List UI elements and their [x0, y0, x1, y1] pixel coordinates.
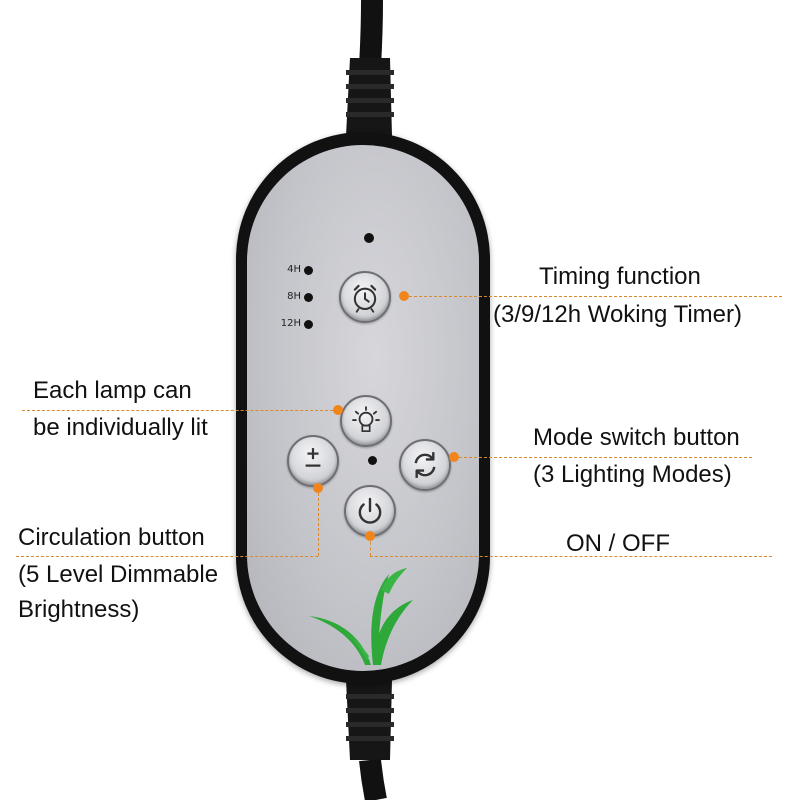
circulation-callout-line3: Brightness): [18, 596, 140, 623]
timer-button[interactable]: [339, 271, 391, 323]
timer-led-12h: [304, 320, 313, 329]
remote-controller: 4H 8H 12H: [236, 132, 490, 684]
remote-face: 4H 8H 12H: [247, 145, 479, 671]
timer-label-12h: 12H: [280, 318, 301, 329]
center-indicator-dot: [368, 456, 377, 465]
timing-callout-detail: (3/9/12h Woking Timer): [493, 301, 742, 328]
power-marker: [365, 531, 375, 541]
timer-led-4h: [304, 266, 313, 275]
timing-callout-title: Timing function: [539, 263, 701, 290]
dimmer-button[interactable]: [287, 435, 339, 487]
alarm-clock-icon: [353, 284, 377, 313]
plant-logo: [309, 568, 413, 665]
timer-label-4h: 4H: [287, 264, 301, 275]
lamp-callout-line2: be individually lit: [33, 414, 208, 441]
timing-guide-line: [404, 296, 782, 297]
timer-led-8h: [304, 293, 313, 302]
lamp-marker: [333, 405, 343, 415]
power-icon: [358, 497, 382, 524]
power-guide-vertical: [370, 536, 371, 556]
circulation-callout-line2: (5 Level Dimmable: [18, 561, 219, 588]
power-guide-line: [370, 556, 772, 557]
mode-guide-line: [454, 457, 752, 458]
circulation-guide-vertical: [318, 488, 319, 556]
power-callout-title: ON / OFF: [566, 530, 670, 557]
mode-callout-detail: (3 Lighting Modes): [533, 461, 732, 488]
lamp-callout-line1: Each lamp can: [33, 377, 192, 404]
lamp-select-button[interactable]: [340, 395, 392, 447]
lamp-guide-line: [22, 410, 338, 411]
circulation-marker: [313, 483, 323, 493]
circulation-callout-line1: Circulation button: [18, 524, 205, 551]
plus-minus-icon: [305, 448, 321, 467]
timing-marker: [399, 291, 409, 301]
light-bulb-icon: [352, 406, 380, 432]
mode-switch-button[interactable]: [399, 439, 451, 491]
mode-callout-title: Mode switch button: [533, 424, 740, 451]
cycle-arrows-icon: [414, 452, 436, 478]
timer-label-8h: 8H: [287, 291, 301, 302]
status-led: [364, 233, 374, 243]
circulation-guide-line: [16, 556, 318, 557]
mode-marker: [449, 452, 459, 462]
power-button[interactable]: [344, 485, 396, 537]
